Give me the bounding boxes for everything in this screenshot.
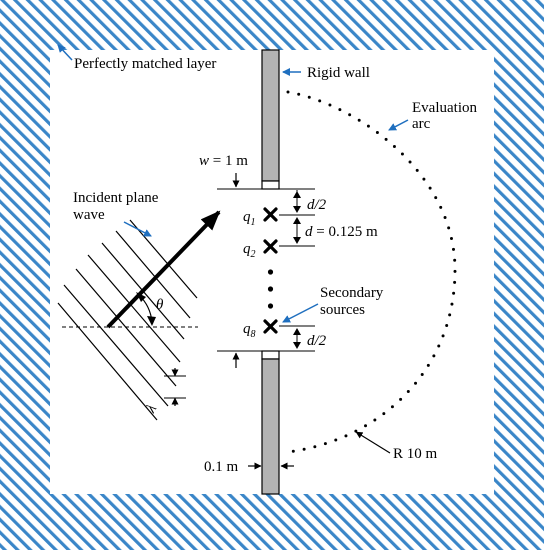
incident-wave-callout: Incident plane wave [73,190,159,237]
evaluation-arc [286,90,457,454]
spacing-label: d = 0.125 m [305,224,378,240]
pml-label: Perfectly matched layer [74,56,216,72]
source-q2 [263,239,278,254]
width-dimension: w = 1 m [199,153,262,190]
theta-label: θ [156,297,164,313]
propagation-arrow [106,210,221,329]
source-ellipsis [267,269,274,309]
wall-thickness-dimension: 0.1 m [204,459,294,475]
theta-indicator: θ [136,292,164,326]
radius-callout: R 10 m [355,431,438,462]
secondary-label-line2: sources [320,302,365,318]
wavelength-dimension: λ [143,368,186,416]
half-spacing-bottom-label: d/2 [307,333,327,349]
radius-label: R 10 m [393,446,438,462]
source-q8 [263,319,278,334]
width-label: w = 1 m [199,153,248,169]
rigid-wall-label: Rigid wall [307,65,370,81]
secondary-sources-callout: Secondary sources [282,285,384,323]
half-spacing-top-label: d/2 [307,197,327,213]
evaluation-callout: Evaluation arc [388,100,477,132]
q8-label: q8 [243,321,256,340]
rigid-wall-callout: Rigid wall [282,65,370,81]
rigid-wall-lower-cap [261,350,280,360]
spacing-dimension: d = 0.125 m [279,217,378,247]
wavefronts [57,219,198,421]
half-spacing-top: d/2 [279,188,327,216]
q1-label: q1 [243,209,256,228]
secondary-label-line1: Secondary [320,285,384,301]
incident-label-line2: wave [73,207,105,223]
pml-callout: Perfectly matched layer [57,44,216,72]
rigid-wall-upper [261,49,280,182]
evaluation-label: Evaluation [412,100,477,116]
q2-label: q2 [243,241,256,260]
rigid-wall-upper-cap [261,180,280,190]
evaluation-arc-label: arc [412,116,431,132]
wall-thickness-label: 0.1 m [204,459,239,475]
opening-lower-marker [217,350,262,368]
source-q1 [263,207,278,222]
incident-label-line1: Incident plane [73,190,159,206]
half-spacing-bottom: d/2 [279,325,327,352]
rigid-wall-lower [261,358,280,495]
